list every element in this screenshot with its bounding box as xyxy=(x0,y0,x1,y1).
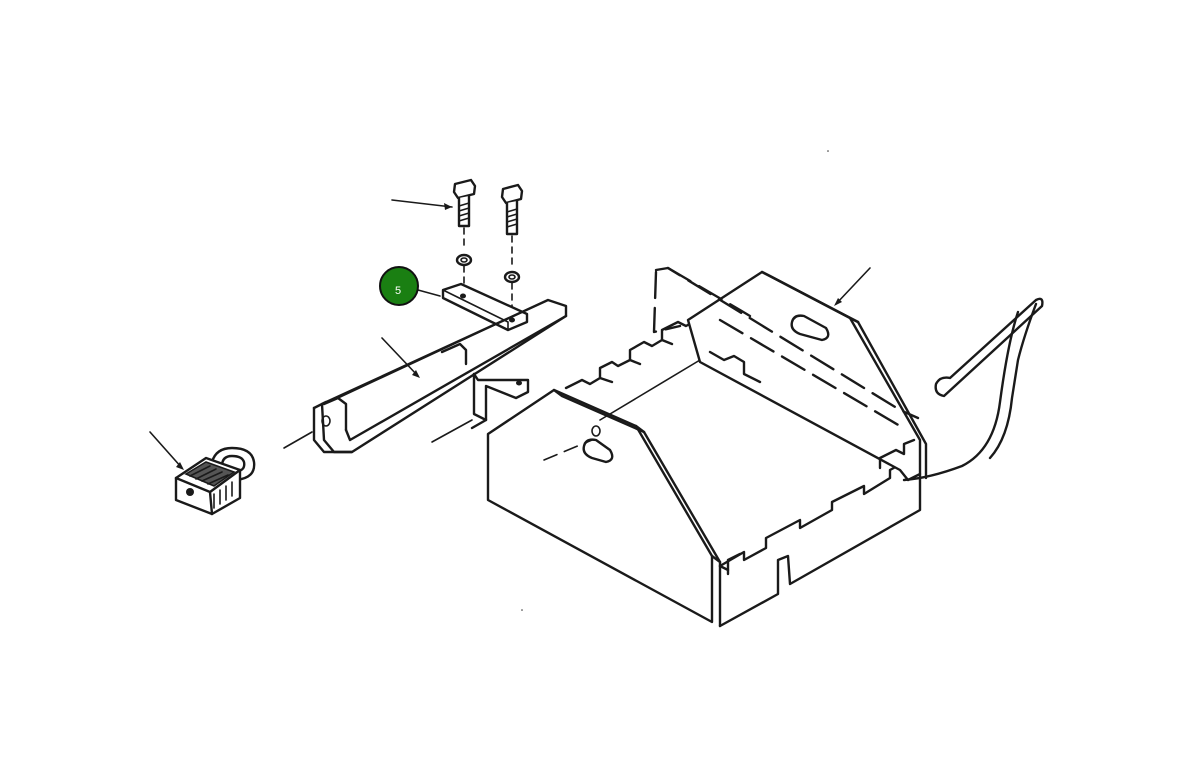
phantom-outline xyxy=(652,266,920,428)
callout-5[interactable]: 5 xyxy=(379,266,441,306)
callout-badge[interactable] xyxy=(379,266,419,306)
padlock xyxy=(174,446,256,516)
leader-frame xyxy=(381,337,420,378)
bolt-right xyxy=(500,183,524,311)
battery-tray xyxy=(486,270,928,628)
hold-down-frame xyxy=(312,298,568,454)
callout-leader xyxy=(417,289,441,297)
leader-bolt xyxy=(391,199,453,210)
leader-padlock xyxy=(149,431,184,470)
callout-label: 5 xyxy=(395,285,401,297)
bolt-left xyxy=(452,178,477,289)
hidden-line-frame-left xyxy=(283,431,313,449)
leader-tray xyxy=(834,267,871,306)
cable-boot xyxy=(902,297,1044,482)
speck xyxy=(521,609,523,611)
speck xyxy=(827,150,829,152)
hidden-line-frame-bracket xyxy=(431,419,473,443)
clamp-plate xyxy=(441,282,529,332)
